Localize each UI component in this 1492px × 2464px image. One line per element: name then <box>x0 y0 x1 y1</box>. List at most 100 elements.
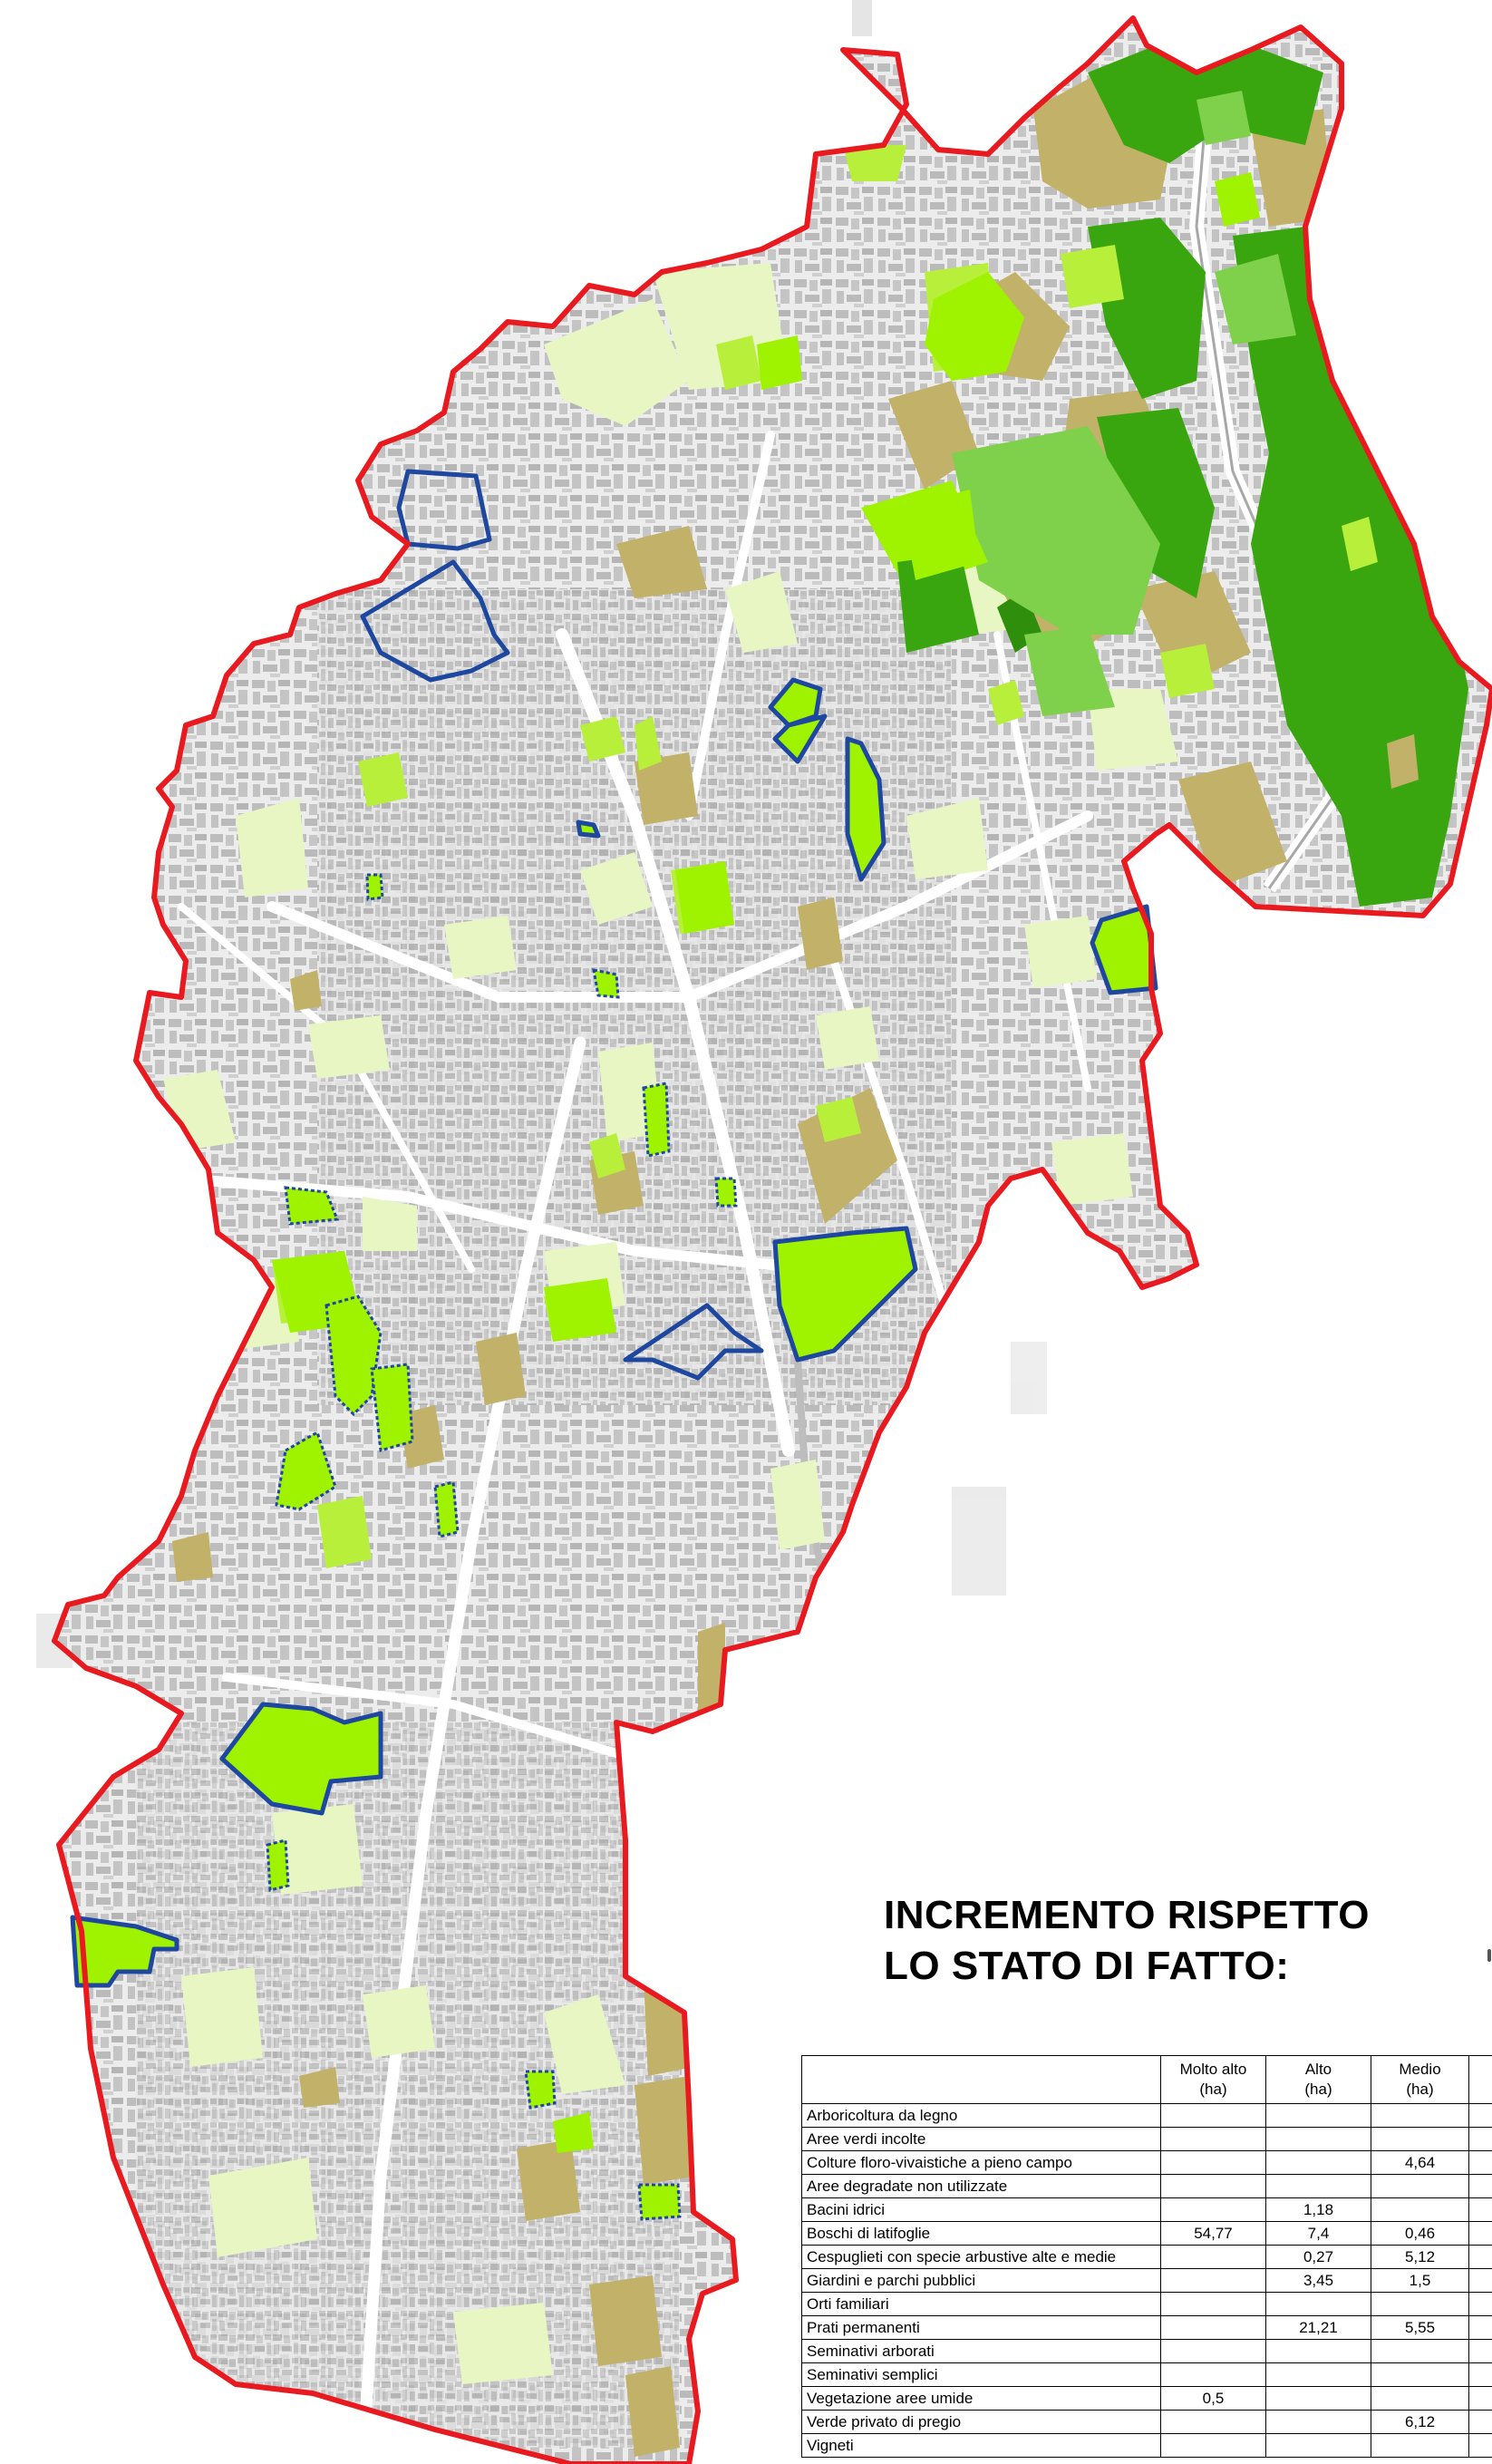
row-value-medio: 5,12 <box>1371 2245 1469 2269</box>
legend-title: INCREMENTO RISPETTO LO STATO DI FATTO: <box>884 1890 1464 1992</box>
row-label: Bacini idrici <box>801 2197 1161 2222</box>
table-header-cell <box>1468 2055 1492 2104</box>
row-value-extra <box>1468 2433 1492 2458</box>
row-label: Aree verdi incolte <box>801 2127 1161 2151</box>
increment-data-table: Molto alto (ha) Alto (ha) Medio (ha) Arborico… <box>801 2055 1492 2458</box>
row-value-molto-alto <box>1160 2127 1266 2151</box>
table-row: Colture floro-vivaistiche a pieno campo 4… <box>801 2150 1492 2175</box>
table-row: Vigneti <box>801 2433 1492 2458</box>
row-label: Vigneti <box>801 2433 1161 2458</box>
row-value-molto-alto <box>1160 2103 1266 2128</box>
row-value-molto-alto <box>1160 2292 1266 2316</box>
new-green-areas <box>272 272 1024 2153</box>
table-row: Aree degradate non utilizzate <box>801 2174 1492 2198</box>
header-unit: (ha) <box>1304 2081 1332 2098</box>
row-value-medio <box>1371 2127 1469 2151</box>
row-value-molto-alto: 54,77 <box>1160 2221 1266 2246</box>
row-value-alto: 7,4 <box>1265 2221 1371 2246</box>
row-value-extra <box>1468 2362 1492 2387</box>
legend-title-line-1: INCREMENTO RISPETTO <box>884 1893 1370 1937</box>
row-value-alto <box>1265 2386 1371 2411</box>
row-value-extra <box>1468 2268 1492 2293</box>
row-value-molto-alto <box>1160 2339 1266 2363</box>
project-areas-dotted <box>266 873 738 2221</box>
row-value-molto-alto: 0,5 <box>1160 2386 1266 2411</box>
row-label: Seminativi arborati <box>801 2339 1161 2363</box>
table-header-cell: Medio (ha) <box>1371 2055 1469 2104</box>
row-value-alto: 0,27 <box>1265 2245 1371 2269</box>
row-value-alto: 21,21 <box>1265 2315 1371 2340</box>
row-value-molto-alto <box>1160 2174 1266 2198</box>
header-label: Alto <box>1304 2061 1332 2078</box>
row-value-medio <box>1371 2362 1469 2387</box>
row-value-extra <box>1468 2245 1492 2269</box>
row-value-medio: 4,64 <box>1371 2150 1469 2175</box>
row-label: Orti familiari <box>801 2292 1161 2316</box>
row-label: Verde privato di pregio <box>801 2410 1161 2434</box>
row-value-alto: 3,45 <box>1265 2268 1371 2293</box>
table-row: Seminativi arborati <box>801 2339 1492 2363</box>
table-row: Arboricoltura da legno <box>801 2103 1492 2128</box>
table-row: Seminativi semplici <box>801 2362 1492 2387</box>
header-label: Medio <box>1399 2061 1441 2078</box>
table-row: Bacini idrici 1,18 <box>801 2197 1492 2222</box>
table-row: Aree verdi incolte <box>801 2127 1492 2151</box>
row-value-molto-alto <box>1160 2268 1266 2293</box>
row-value-extra <box>1468 2103 1492 2128</box>
row-value-extra <box>1468 2410 1492 2434</box>
row-value-medio <box>1371 2433 1469 2458</box>
row-value-molto-alto <box>1160 2245 1266 2269</box>
row-value-molto-alto <box>1160 2433 1266 2458</box>
row-value-medio <box>1371 2292 1469 2316</box>
project-areas-solid <box>70 469 1158 1988</box>
row-label: Seminativi semplici <box>801 2362 1161 2387</box>
row-label: Colture floro-vivaistiche a pieno campo <box>801 2150 1161 2175</box>
row-value-medio: 6,12 <box>1371 2410 1469 2434</box>
row-value-extra <box>1468 2339 1492 2363</box>
row-value-extra <box>1468 2127 1492 2151</box>
table-row: Verde privato di pregio 6,12 <box>801 2410 1492 2434</box>
row-value-medio <box>1371 2339 1469 2363</box>
row-value-extra <box>1468 2221 1492 2246</box>
header-unit: (ha) <box>1406 2081 1434 2098</box>
row-value-alto <box>1265 2410 1371 2434</box>
row-value-extra <box>1468 2292 1492 2316</box>
row-value-alto <box>1265 2362 1371 2387</box>
header-unit: (ha) <box>1199 2081 1227 2098</box>
row-label: Giardini e parchi pubblici <box>801 2268 1161 2293</box>
forest-areas <box>997 36 1468 907</box>
row-value-extra <box>1468 2174 1492 2198</box>
header-label: Molto alto <box>1179 2061 1247 2078</box>
table-header-cell <box>801 2055 1161 2104</box>
row-label: Cespuglieti con specie arbustive alte e … <box>801 2245 1161 2269</box>
row-value-medio: 5,55 <box>1371 2315 1469 2340</box>
row-value-alto <box>1265 2433 1371 2458</box>
legend-title-line-2: LO STATO DI FATTO: <box>884 1944 1290 1988</box>
row-value-medio <box>1371 2197 1469 2222</box>
table-header-cell: Molto alto (ha) <box>1160 2055 1266 2104</box>
row-value-extra <box>1468 2386 1492 2411</box>
row-value-molto-alto <box>1160 2410 1266 2434</box>
row-value-extra <box>1468 2150 1492 2175</box>
row-value-alto: 1,18 <box>1265 2197 1371 2222</box>
row-value-molto-alto <box>1160 2150 1266 2175</box>
table-header-cell: Alto (ha) <box>1265 2055 1371 2104</box>
table-header-row: Molto alto (ha) Alto (ha) Medio (ha) <box>801 2055 1492 2104</box>
row-value-alto <box>1265 2339 1371 2363</box>
row-value-medio: 0,46 <box>1371 2221 1469 2246</box>
row-value-molto-alto <box>1160 2362 1266 2387</box>
row-value-molto-alto <box>1160 2197 1266 2222</box>
edge-mark <box>1487 1949 1491 1962</box>
row-label: Boschi di latifoglie <box>801 2221 1161 2246</box>
row-value-extra <box>1468 2315 1492 2340</box>
row-value-alto <box>1265 2150 1371 2175</box>
row-value-extra <box>1468 2197 1492 2222</box>
row-value-medio <box>1371 2103 1469 2128</box>
row-value-medio <box>1371 2174 1469 2198</box>
row-value-alto <box>1265 2103 1371 2128</box>
row-label: Vegetazione aree umide <box>801 2386 1161 2411</box>
increment-table: Molto alto (ha) Alto (ha) Medio (ha) Arborico… <box>801 2055 1492 2464</box>
